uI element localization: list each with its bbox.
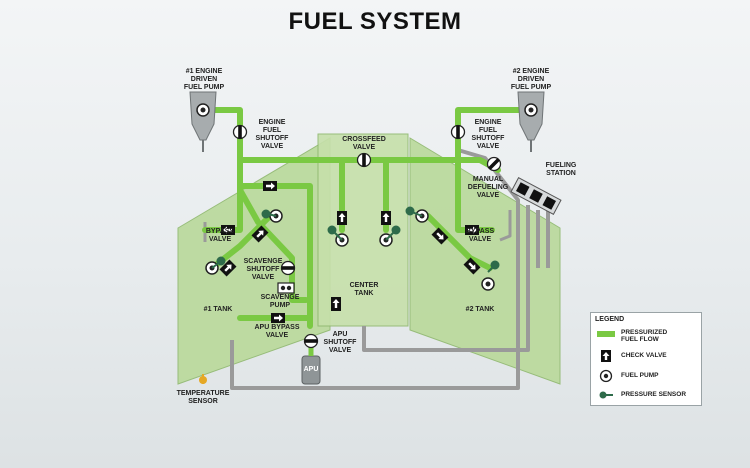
fuel-pump-icon <box>524 103 538 117</box>
apu-label: APU <box>303 366 319 373</box>
pressure-sensors <box>211 206 500 273</box>
legend-label: CHECK VALVE <box>621 352 667 359</box>
check-valve-icon <box>465 225 479 235</box>
engine-1-shutoff-valve-icon <box>232 124 248 140</box>
check-valve-icon <box>337 211 347 225</box>
main-feed-line <box>202 107 523 163</box>
pressure-sensor-icon <box>385 225 401 241</box>
legend-label: PRESSURE SENSOR <box>621 391 687 398</box>
crossfeed-valve-icon <box>356 152 372 168</box>
check-valve-icon <box>601 350 611 362</box>
check-valve-icon <box>331 297 341 311</box>
legend-item-pressure-sensor: PRESSURE SENSOR <box>591 388 701 402</box>
tank-2-shape <box>409 137 561 385</box>
pressure-sensor-icon <box>261 209 277 219</box>
tank-2-label: #2 TANK <box>465 306 495 313</box>
manual-defueling-valve-icon <box>486 156 502 172</box>
engine-1-pump <box>189 91 217 152</box>
check-valve-icon <box>219 259 237 277</box>
vent-right <box>499 210 512 242</box>
check-valve-icon <box>463 257 481 275</box>
legend-label: FUEL PUMP <box>621 372 659 379</box>
pressure-sensor-icon <box>487 260 500 273</box>
pressure-sensor-icon <box>327 225 343 241</box>
right-tank-pump-line <box>425 213 493 271</box>
tanks <box>177 133 561 385</box>
center-return-line <box>362 205 530 352</box>
right-bypass-line <box>455 157 495 233</box>
pressure-sensor-icon <box>599 391 613 399</box>
check-valve-icon <box>431 227 449 245</box>
fuel-pump-icon <box>481 277 495 291</box>
check-valve-icon <box>221 225 235 235</box>
scavenge-pump-icon <box>277 282 295 294</box>
temperature-sensor-icon <box>199 374 207 384</box>
scavenge-line <box>237 187 309 303</box>
check-valve-icon <box>381 211 391 225</box>
pressure-sensor-icon <box>405 206 423 217</box>
fuel-pump-icon <box>599 369 613 383</box>
check-valve-icon <box>263 181 277 191</box>
apu-unit <box>301 346 321 385</box>
left-bypass-line <box>202 157 243 233</box>
tank-1-shape <box>177 137 331 385</box>
legend-title: LEGEND <box>595 316 625 323</box>
scavenge-shutoff-valve-icon <box>280 260 296 276</box>
check-valves <box>219 181 481 323</box>
pressurized-line-icon <box>597 331 615 337</box>
legend-item-check-valve: CHECK VALVE <box>591 349 701 363</box>
check-valve-icon <box>271 313 285 323</box>
shutoff-valves <box>232 124 502 349</box>
gray-lines <box>203 148 550 390</box>
tank-1-label: #1 TANK <box>203 306 233 313</box>
fueling-station-connectors <box>510 176 562 216</box>
engine-2-shutoff-valve-icon <box>450 124 466 140</box>
fuel-pump-icon <box>196 103 210 117</box>
engine-2-pump <box>517 91 545 152</box>
pressure-sensor-icon <box>211 256 226 269</box>
check-valve-icon <box>251 225 269 243</box>
legend-item-fuel-pump: FUEL PUMP <box>591 369 701 383</box>
apu-shutoff-valve-icon <box>303 333 319 349</box>
defuel-line <box>230 148 520 390</box>
page-title: FUEL SYSTEM <box>288 8 462 35</box>
